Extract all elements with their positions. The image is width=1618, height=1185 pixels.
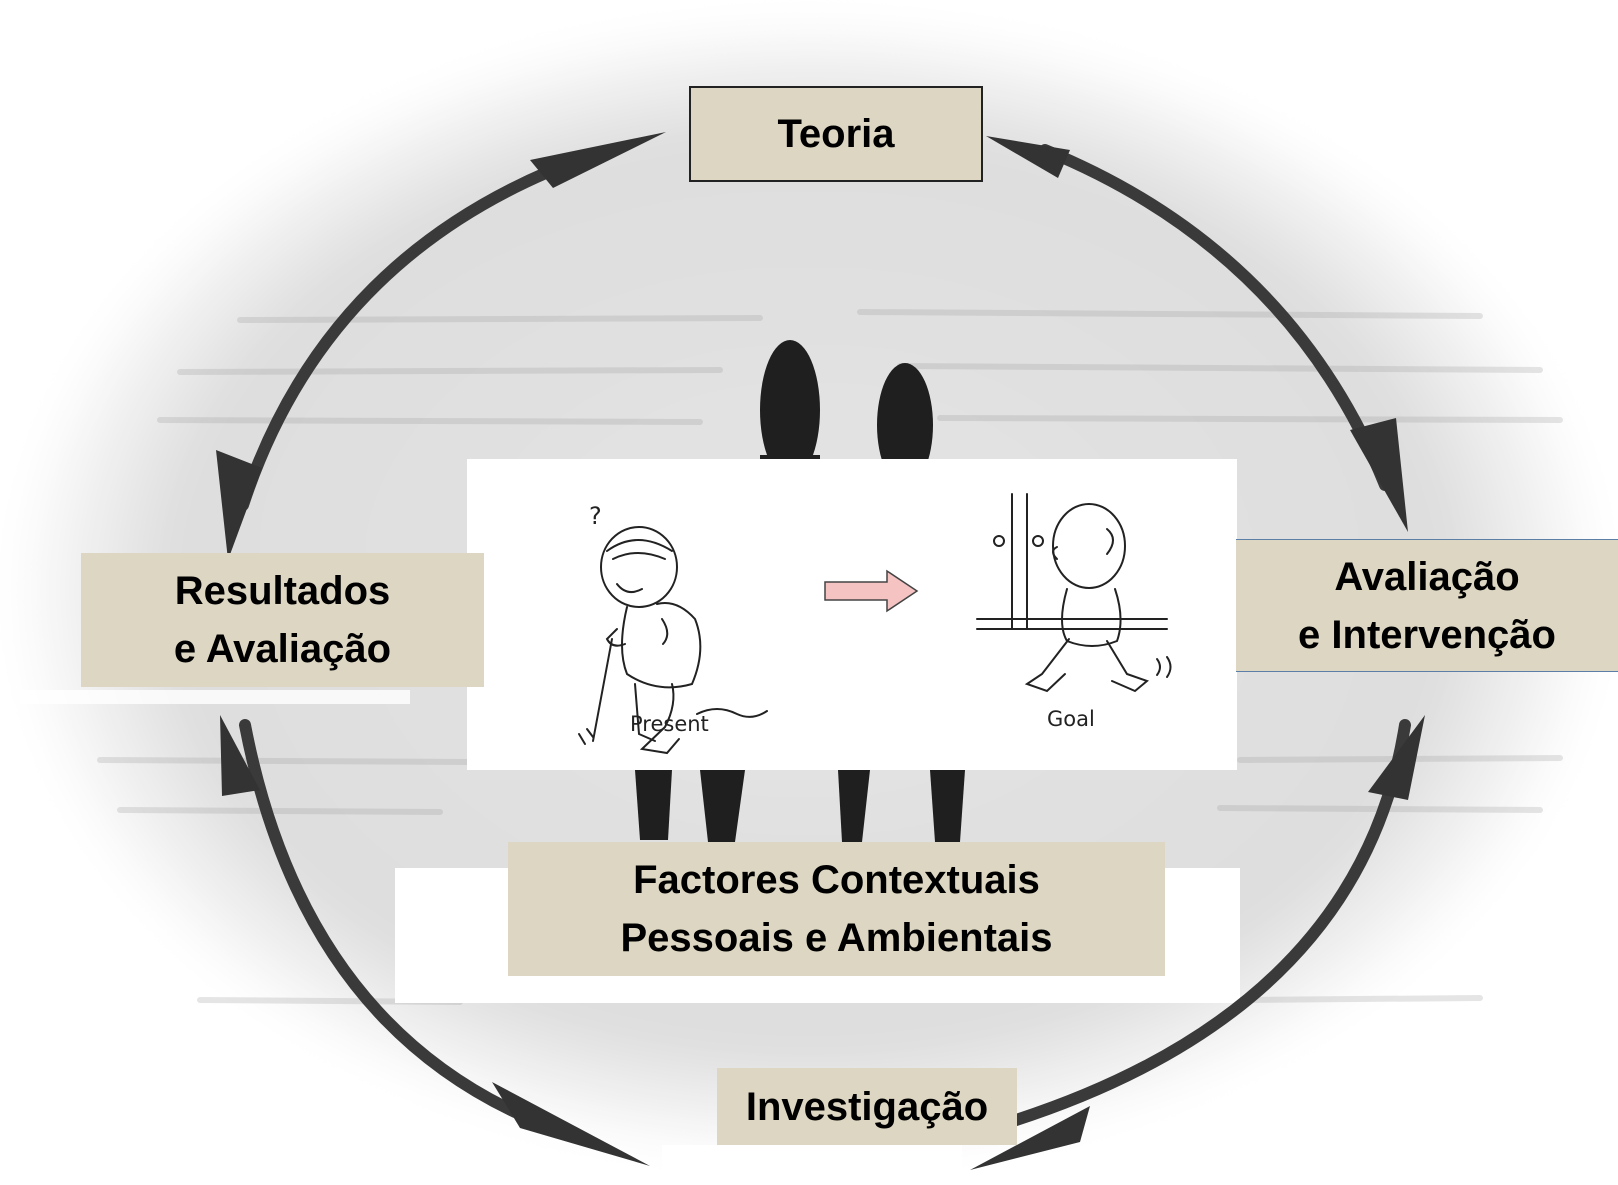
node-factores-contextuais: Factores Contextuais Pessoais e Ambienta… bbox=[508, 842, 1165, 976]
arrowhead-icons bbox=[216, 132, 1425, 1170]
node-resultados-line2: e Avaliação bbox=[173, 627, 392, 671]
node-avaliacao-intervencao: Avaliação e Intervenção bbox=[1236, 539, 1618, 672]
node-factores-line2: Pessoais e Ambientais bbox=[620, 916, 1053, 960]
node-teoria: Teoria bbox=[689, 86, 983, 182]
walking-person-icon bbox=[976, 493, 1172, 693]
present-label: Present bbox=[630, 712, 709, 736]
node-investigacao-label: Investigação bbox=[745, 1084, 989, 1129]
right-arrow-icon bbox=[824, 569, 919, 613]
elderly-with-cane-icon: ? bbox=[578, 502, 768, 755]
svg-text:?: ? bbox=[589, 502, 602, 530]
node-factores-line1: Factores Contextuais bbox=[633, 858, 1040, 902]
node-avaliacao-line2: e Intervenção bbox=[1298, 612, 1556, 657]
curved-double-arrow-icon bbox=[237, 144, 1411, 1128]
node-resultados-line1: Resultados bbox=[174, 569, 391, 613]
node-investigacao: Investigação bbox=[717, 1068, 1017, 1145]
goal-label: Goal bbox=[1047, 707, 1095, 731]
node-teoria-label: Teoria bbox=[777, 112, 895, 156]
illustration-panel: ? bbox=[467, 459, 1237, 770]
node-resultados-avaliacao: Resultados e Avaliação bbox=[81, 553, 484, 687]
node-avaliacao-line1: Avaliação bbox=[1334, 554, 1520, 599]
